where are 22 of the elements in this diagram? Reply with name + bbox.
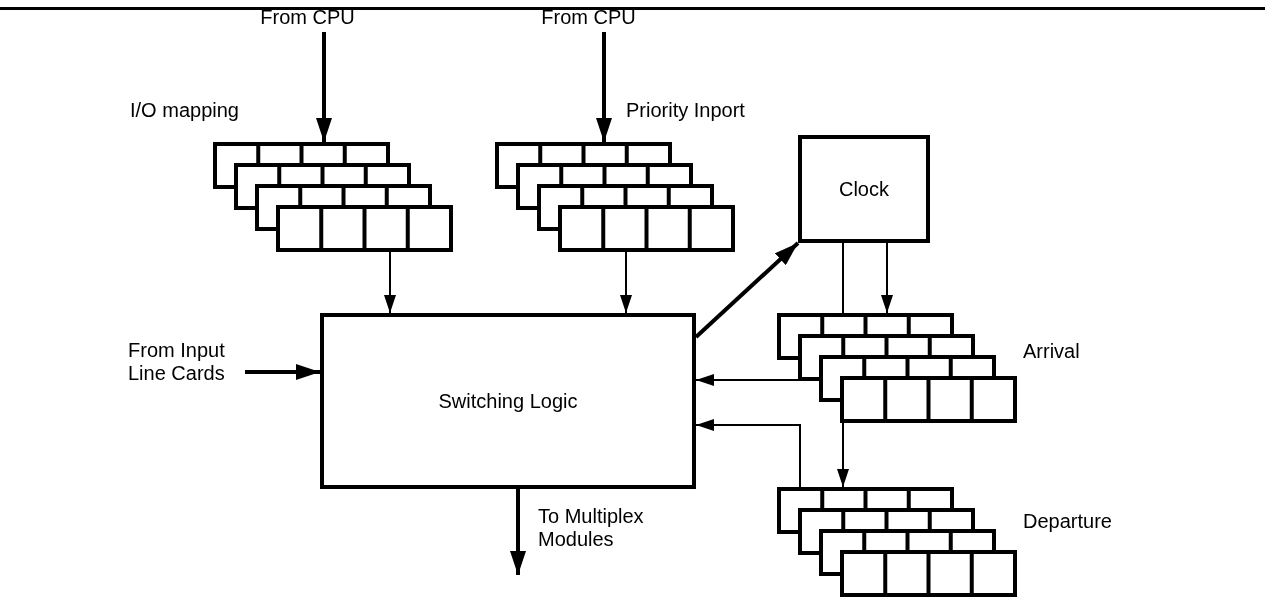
- arrow: [316, 32, 332, 142]
- box-label: Clock: [839, 177, 889, 201]
- arrow: [596, 32, 612, 142]
- register-label: I/O mapping: [130, 99, 239, 122]
- process-box: [320, 313, 696, 489]
- arrow: [620, 251, 632, 314]
- arrow: [695, 374, 799, 386]
- arrow: [384, 251, 396, 314]
- signal-label: From Input Line Cards: [128, 339, 226, 385]
- signal-label: From CPU: [541, 5, 636, 29]
- arrow: [837, 422, 849, 488]
- arrow: [695, 419, 801, 488]
- arrow: [881, 242, 893, 314]
- process-box: [798, 135, 930, 243]
- arrow: [510, 489, 526, 575]
- register-label: Priority Inport: [626, 99, 745, 122]
- register-label: Arrival: [1023, 340, 1080, 363]
- arrow: [245, 364, 320, 380]
- box-label: Switching Logic: [438, 389, 578, 413]
- register-label: Departure: [1023, 510, 1112, 533]
- signal-label: To Multiplex Modules: [538, 505, 645, 551]
- signal-label: From CPU: [260, 5, 355, 29]
